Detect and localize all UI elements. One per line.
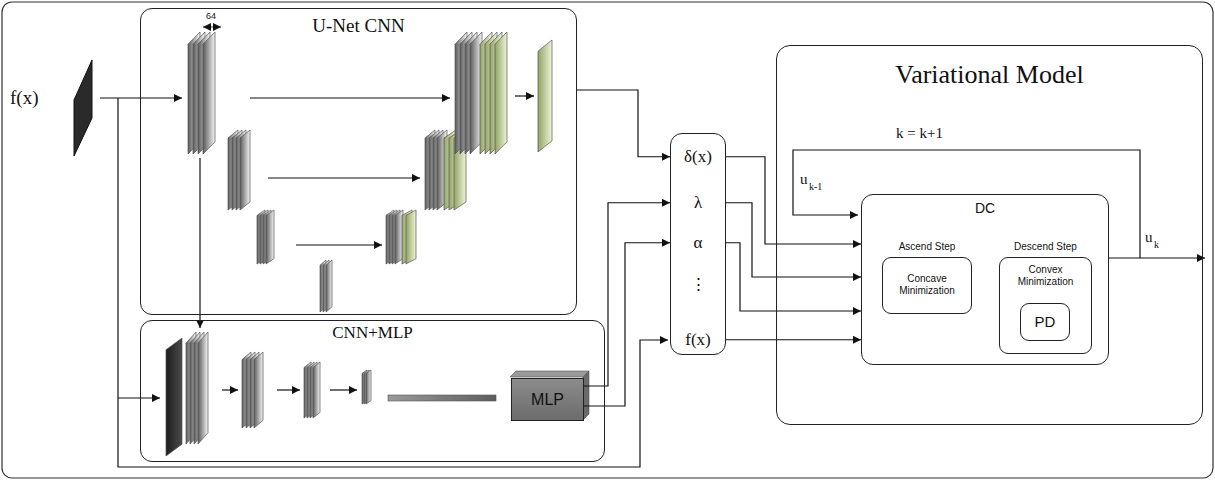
feature-map-stack bbox=[188, 32, 215, 154]
subscript: k-1 bbox=[809, 182, 822, 192]
skip-connection bbox=[250, 97, 450, 98]
step-heading: Ascend Step bbox=[886, 241, 968, 253]
iteration-loop bbox=[793, 150, 1140, 258]
connector-arrow bbox=[584, 243, 670, 406]
dimension-arrow bbox=[203, 27, 221, 28]
feature-map-stack bbox=[402, 210, 416, 264]
box-text: Concave Minimization bbox=[886, 273, 968, 296]
box-text: α bbox=[674, 233, 722, 253]
box-title: MLP bbox=[515, 391, 580, 409]
mlp-face bbox=[510, 371, 589, 377]
box-title: DC bbox=[865, 200, 1105, 216]
module-box: U-Net CNN bbox=[140, 8, 577, 315]
box-text: λ bbox=[674, 193, 722, 213]
feature-map-stack bbox=[455, 32, 482, 154]
feature-map-stack bbox=[362, 370, 371, 404]
mlp-block: MLP bbox=[511, 378, 584, 421]
process-box: Descend StepConvex MinimizationPD bbox=[999, 257, 1092, 354]
connector-arrow bbox=[726, 243, 861, 311]
module-box: Variational ModelDCAscend StepConcave Mi… bbox=[776, 45, 1203, 425]
box-title: PD bbox=[1024, 313, 1066, 330]
input-wire bbox=[118, 98, 668, 467]
feature-map-stack bbox=[304, 362, 320, 418]
feature-map-stack bbox=[320, 260, 332, 312]
box-text: f(x) bbox=[674, 330, 722, 350]
variable-label: u bbox=[1145, 230, 1153, 245]
skip-connection bbox=[268, 177, 420, 178]
step-heading: Descend Step bbox=[1003, 241, 1088, 253]
input-wire bbox=[100, 97, 182, 98]
feature-map-stack bbox=[228, 130, 250, 210]
box-title: δ(x) bbox=[674, 147, 722, 167]
input-label: f(x) bbox=[10, 88, 38, 107]
feature-map-stack bbox=[538, 40, 552, 152]
connector-arrow bbox=[577, 90, 670, 157]
connector-arrow bbox=[199, 158, 200, 328]
subscript: k bbox=[1154, 240, 1159, 250]
layer-arrow bbox=[277, 389, 300, 390]
process-box: DCAscend StepConcave MinimizationDescend… bbox=[861, 194, 1109, 365]
feature-map-stack bbox=[480, 32, 507, 154]
feature-map-stack bbox=[186, 332, 208, 444]
loop-label: k = k+1 bbox=[896, 126, 943, 141]
box-title: Variational Model bbox=[780, 60, 1199, 90]
feature-map-stack bbox=[257, 210, 274, 264]
flatten-bar bbox=[388, 395, 496, 401]
process-box: PD bbox=[1020, 303, 1070, 341]
module-box: CNN+MLP MLP bbox=[140, 320, 605, 462]
connector-arrow bbox=[726, 157, 861, 244]
connector-arrow bbox=[584, 203, 670, 386]
box-text: Convex Minimization bbox=[1003, 264, 1088, 287]
connector-arrow bbox=[726, 339, 861, 340]
input-image bbox=[166, 338, 182, 456]
box-text: ⋮ bbox=[674, 275, 722, 295]
feature-map-stack bbox=[386, 210, 403, 264]
variable-label: u bbox=[800, 172, 808, 187]
process-box: Ascend StepConcave Minimization bbox=[882, 257, 972, 314]
parameter-box: δ(x) λα ⋮ f(x) bbox=[670, 133, 726, 355]
layer-arrow bbox=[222, 389, 238, 390]
dimension-number: 64 bbox=[206, 12, 216, 21]
feature-map-stack bbox=[242, 352, 263, 428]
layer-arrow bbox=[330, 389, 357, 390]
skip-connection bbox=[296, 244, 382, 245]
box-title: CNN+MLP bbox=[144, 323, 601, 343]
layer-arrow bbox=[515, 95, 534, 96]
input-wire bbox=[118, 397, 160, 398]
output-arrow bbox=[1108, 257, 1205, 258]
connector-arrow bbox=[726, 203, 861, 277]
input-image bbox=[74, 60, 92, 156]
